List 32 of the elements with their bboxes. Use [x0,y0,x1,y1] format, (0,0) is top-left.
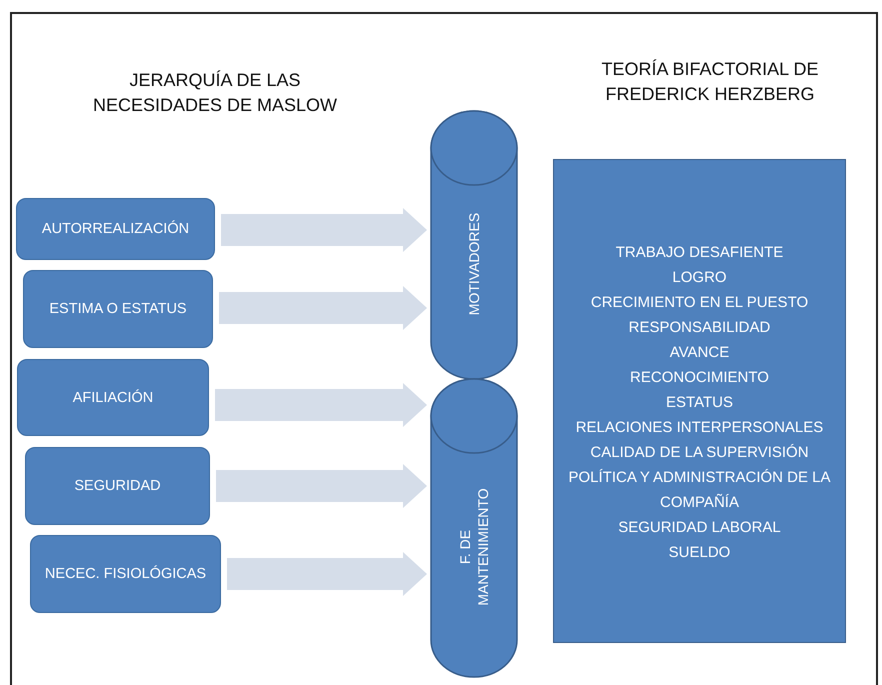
factor-item: ESTATUS [666,393,733,413]
block-arrow [221,208,427,252]
cylinder-label: MOTIVADORES [466,212,482,316]
block-arrow [216,464,427,508]
factor-item: RECONOCIMIENTO [630,368,769,388]
box-label: SEGURIDAD [74,478,161,494]
factor-box [553,159,846,643]
need-box [16,198,215,260]
cylinder-label: F. DE MANTENIMIENTO [457,488,491,606]
factor-item: RELACIONES INTERPERSONALES [576,418,824,438]
factor-item: CRECIMIENTO EN EL PUESTO [590,293,808,313]
need-box [30,535,221,613]
factor-item: POLÍTICA Y ADMINISTRACIÓN DE LA COMPAÑÍA [567,468,832,513]
factor-item: SUELDO [668,543,730,563]
block-arrow [227,552,427,596]
block-arrow [219,286,427,330]
box-label: AFILIACIÓN [72,390,154,406]
factor-item: AVANCE [670,343,730,363]
factor-item: LOGRO [672,268,727,288]
need-box [17,359,209,436]
need-box [25,447,210,525]
box-label: AUTORREALIZACIÓN [42,221,190,237]
box-label: NECEC. FISIOLÓGICAS [44,566,206,582]
factor-item: RESPONSABILIDAD [628,318,770,338]
factor-item: TRABAJO DESAFIENTE [616,243,784,263]
block-arrow [215,383,427,427]
factor-item: CALIDAD DE LA SUPERVISIÓN [590,443,809,463]
column-heading: TEORÍA BIFACTORIAL DE FREDERICK HERZBERG [600,58,820,106]
factor-item: SEGURIDAD LABORAL [618,518,781,538]
column-heading: JERARQUÍA DE LAS NECESIDADES DE MASLOW [92,69,338,117]
box-label: ESTIMA O ESTATUS [49,301,187,317]
need-box [23,270,213,348]
